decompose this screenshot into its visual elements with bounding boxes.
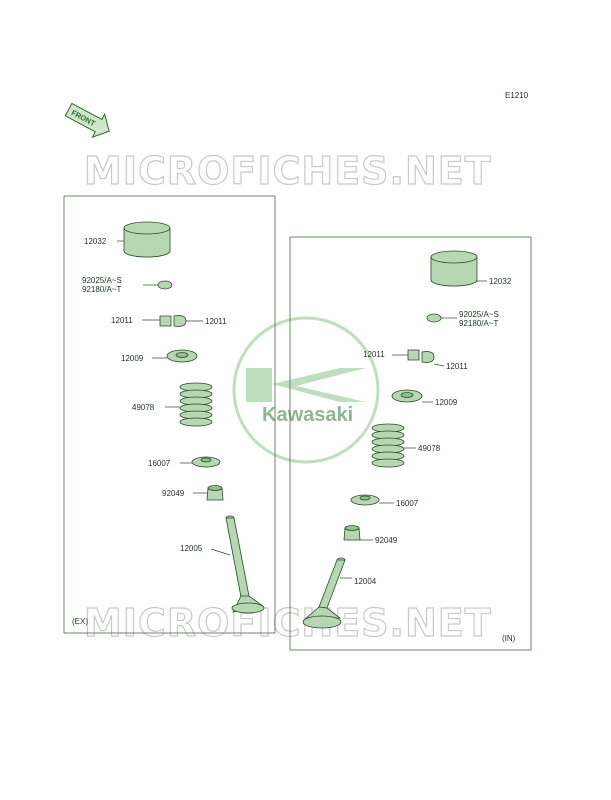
valve-shim — [157, 280, 173, 290]
label-bucket: 12032 — [84, 237, 107, 246]
valve-shim — [426, 313, 442, 323]
spring-retainer — [166, 349, 198, 363]
label-stem-seal: 92049 — [162, 489, 185, 498]
label-stem-seal: 92049 — [375, 536, 398, 545]
kawasaki-logo: Kawasaki — [232, 316, 380, 464]
label-shim-b: 92180/A~T — [459, 319, 498, 328]
label-keeper-left: 12011 — [363, 350, 385, 359]
watermark-bottom: MICROFICHES.NET — [84, 601, 492, 645]
valve-stem-seal — [206, 485, 224, 501]
intake-panel-tag: (IN) — [502, 634, 516, 643]
label-spring: 49078 — [132, 403, 155, 412]
valve-keepers — [407, 349, 435, 363]
intake-valve — [302, 557, 346, 629]
label-spring-seat: 16007 — [148, 459, 171, 468]
valve-spring — [179, 382, 213, 427]
spring-seat — [191, 456, 221, 468]
spring-seat — [350, 494, 380, 506]
valve-bucket — [123, 221, 171, 258]
label-shim-a: 92025/A~S — [459, 310, 499, 319]
exhaust-valve — [225, 515, 265, 614]
label-shim-a: 92025/A~S — [82, 276, 122, 285]
valve-bucket — [430, 250, 478, 287]
label-keeper-right: 12011 — [446, 362, 468, 371]
spring-retainer — [391, 389, 423, 403]
label-bucket: 12032 — [489, 277, 512, 286]
exhaust-panel-tag: (EX) — [72, 617, 88, 626]
label-valve: 12004 — [354, 577, 377, 586]
exhaust-panel: (EX) 12032 92025/A~S 92180/A~T 12011 120… — [63, 195, 276, 634]
intake-panel-frame — [289, 236, 532, 651]
intake-panel: (IN) 12032 92025/A~S 92180/A~T 12011 120… — [289, 236, 532, 651]
kawasaki-k-icon — [246, 368, 366, 402]
label-keeper-right: 12011 — [205, 317, 227, 326]
label-spring: 49078 — [418, 444, 441, 453]
front-arrow-icon: FRONT — [64, 102, 110, 139]
valve-spring — [371, 423, 405, 468]
label-shim-b: 92180/A~T — [82, 285, 121, 294]
watermark-top: MICROFICHES.NET — [84, 149, 492, 193]
exhaust-panel-frame — [63, 195, 276, 634]
valve-stem-seal — [343, 525, 361, 541]
kawasaki-wordmark: Kawasaki — [262, 404, 353, 426]
label-spring-seat: 16007 — [396, 499, 419, 508]
valve-keepers — [159, 315, 187, 327]
label-keeper-left: 12011 — [111, 316, 133, 325]
label-retainer: 12009 — [435, 398, 458, 407]
label-valve: 12005 — [180, 544, 203, 553]
label-retainer: 12009 — [121, 354, 144, 363]
diagram-code: E1210 — [505, 91, 529, 100]
